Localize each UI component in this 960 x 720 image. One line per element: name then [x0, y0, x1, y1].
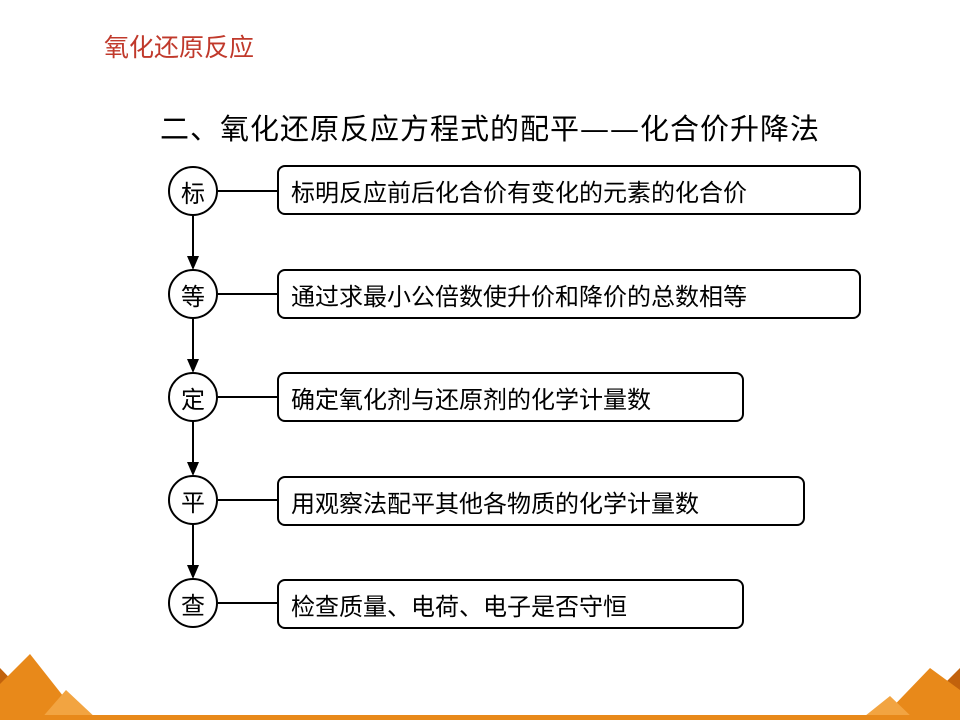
step-circle-3: 定 — [168, 372, 218, 422]
step-box-4: 用观察法配平其他各物质的化学计量数 — [277, 476, 805, 526]
step-circle-4: 平 — [168, 475, 218, 525]
step-connector-1 — [218, 190, 277, 192]
step-text-3: 确定氧化剂与还原剂的化学计量数 — [291, 385, 651, 414]
step-box-1: 标明反应前后化合价有变化的元素的化合价 — [277, 165, 861, 215]
section-title: 二、氧化还原反应方程式的配平——化合价升降法 — [160, 112, 821, 146]
step-text-5: 检查质量、电荷、电子是否守恒 — [291, 592, 627, 621]
step-text-4: 用观察法配平其他各物质的化学计量数 — [291, 489, 699, 518]
step-box-2: 通过求最小公倍数使升价和降价的总数相等 — [277, 269, 861, 319]
step-box-3: 确定氧化剂与还原剂的化学计量数 — [277, 372, 744, 422]
step-box-5: 检查质量、电荷、电子是否守恒 — [277, 579, 744, 629]
step-circle-2: 等 — [168, 269, 218, 319]
step-connector-2 — [218, 293, 277, 295]
step-connector-5 — [218, 602, 277, 604]
step-text-2: 通过求最小公倍数使升价和降价的总数相等 — [291, 282, 747, 311]
step-circle-1: 标 — [168, 166, 218, 216]
header-title: 氧化还原反应 — [104, 33, 255, 62]
step-connector-4 — [218, 499, 277, 501]
step-text-1: 标明反应前后化合价有变化的元素的化合价 — [291, 178, 747, 207]
step-connector-3 — [218, 396, 277, 398]
step-circle-5: 查 — [168, 578, 218, 628]
